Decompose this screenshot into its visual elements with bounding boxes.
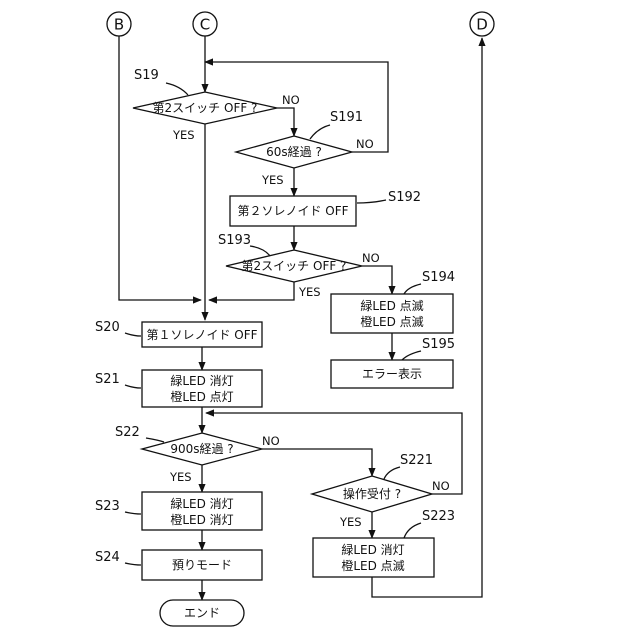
connector-b: B	[107, 12, 131, 36]
decision-s19: 第2スイッチ OFF ?	[133, 92, 277, 124]
process-s24: 預りモード	[142, 550, 262, 580]
s22-no: NO	[262, 434, 280, 448]
leader-s19	[166, 83, 188, 95]
step-label-s191: S191	[330, 110, 363, 125]
step-label-s22: S22	[115, 425, 140, 440]
process-s23: 緑LED 消灯 橙LED 消灯	[142, 492, 262, 530]
leader-s21	[125, 385, 141, 388]
svg-text:エラー表示: エラー表示	[362, 367, 422, 381]
svg-text:橙LED 点滅: 橙LED 点滅	[341, 558, 404, 573]
leader-s195	[402, 351, 421, 360]
leader-s191	[310, 125, 330, 139]
process-s195: エラー表示	[331, 360, 453, 388]
step-label-s21: S21	[95, 372, 120, 387]
s191-yes: YES	[261, 173, 284, 187]
connector-c: C	[193, 12, 217, 36]
s221-no: NO	[432, 479, 450, 493]
decision-s22: 900s経過 ?	[142, 433, 262, 465]
s22-yes: YES	[169, 470, 192, 484]
svg-text:エンド: エンド	[184, 606, 220, 620]
step-label-s195: S195	[422, 337, 455, 352]
process-s20: 第１ソレノイド OFF	[142, 322, 262, 347]
s193-no: NO	[362, 251, 380, 265]
process-s192: 第２ソレノイド OFF	[230, 196, 356, 226]
svg-text:橙LED 点灯: 橙LED 点灯	[170, 389, 233, 404]
step-label-s192: S192	[388, 190, 421, 205]
svg-text:橙LED 消灯: 橙LED 消灯	[170, 512, 233, 527]
process-s21: 緑LED 消灯 橙LED 点灯	[142, 370, 262, 407]
s19-yes: YES	[172, 128, 195, 142]
s191-no: NO	[356, 137, 374, 151]
leader-s192	[357, 200, 386, 203]
svg-text:預りモード: 預りモード	[172, 558, 232, 572]
svg-text:B: B	[114, 16, 124, 34]
leader-s24	[125, 563, 141, 565]
s221-yes: YES	[339, 515, 362, 529]
step-label-s194: S194	[422, 270, 455, 285]
svg-text:第2スイッチ OFF ?: 第2スイッチ OFF ?	[242, 259, 347, 273]
svg-text:緑LED 点滅: 緑LED 点滅	[360, 298, 423, 313]
leader-s20	[125, 333, 141, 336]
svg-text:第2スイッチ OFF ?: 第2スイッチ OFF ?	[153, 101, 258, 115]
leader-s23	[125, 512, 141, 514]
leader-s194	[404, 284, 421, 294]
terminal-end: エンド	[160, 600, 244, 626]
decision-s191: 60s経過 ?	[236, 136, 352, 168]
s193-yes: YES	[298, 285, 321, 299]
leader-s221	[384, 467, 400, 479]
process-s194: 緑LED 点滅 橙LED 点滅	[331, 294, 453, 333]
svg-text:第２ソレノイド OFF: 第２ソレノイド OFF	[237, 204, 348, 218]
svg-text:緑LED 消灯: 緑LED 消灯	[170, 496, 233, 511]
leader-s193	[250, 246, 270, 256]
svg-text:60s経過 ?: 60s経過 ?	[266, 145, 322, 159]
svg-text:橙LED 点滅: 橙LED 点滅	[360, 314, 423, 329]
step-label-s223: S223	[422, 509, 455, 524]
leader-s22	[146, 438, 164, 442]
svg-text:緑LED 消灯: 緑LED 消灯	[341, 542, 404, 557]
decision-s221: 操作受付 ?	[312, 476, 432, 512]
svg-text:900s経過 ?: 900s経過 ?	[170, 442, 233, 456]
process-s223: 緑LED 消灯 橙LED 点滅	[313, 538, 434, 577]
step-label-s23: S23	[95, 499, 120, 514]
step-label-s193: S193	[218, 233, 251, 248]
step-label-s221: S221	[400, 453, 433, 468]
step-label-s20: S20	[95, 320, 120, 335]
s19-no: NO	[282, 93, 300, 107]
decision-s193: 第2スイッチ OFF ?	[226, 250, 362, 282]
svg-text:第１ソレノイド OFF: 第１ソレノイド OFF	[146, 328, 257, 342]
connector-d: D	[470, 12, 494, 36]
step-label-s19: S19	[134, 68, 159, 83]
svg-text:緑LED 消灯: 緑LED 消灯	[170, 373, 233, 388]
leader-s223	[404, 523, 421, 538]
svg-text:D: D	[476, 16, 488, 34]
step-label-s24: S24	[95, 550, 120, 565]
svg-text:C: C	[200, 16, 210, 34]
svg-text:操作受付 ?: 操作受付 ?	[343, 486, 401, 501]
